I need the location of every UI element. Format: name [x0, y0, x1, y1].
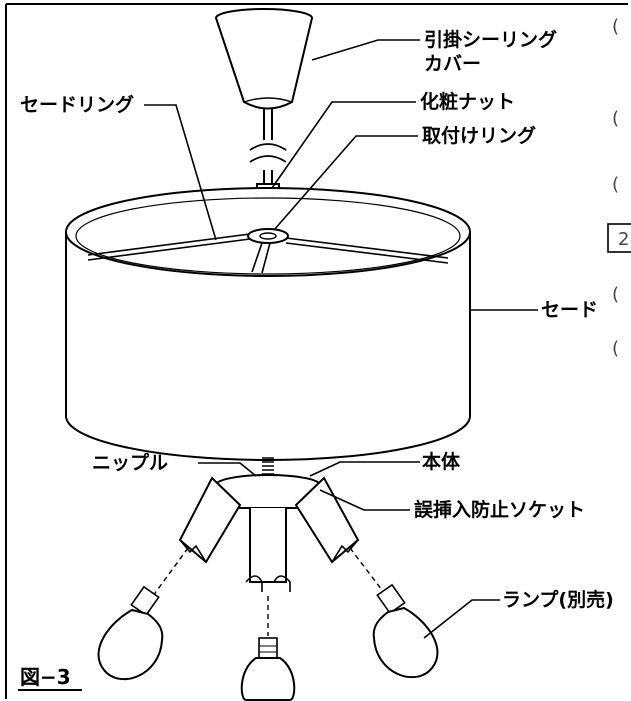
socket-center [245, 508, 291, 592]
label-shade: セード [541, 299, 598, 321]
leader-lines [144, 39, 538, 639]
label-mounting-ring: 取付けリング [422, 124, 536, 147]
label-nipple: ニップル [92, 451, 168, 474]
label-lamp: ランプ(別売) [502, 588, 614, 611]
lamp-center [240, 637, 296, 701]
label-decorative-nut: 化粧ナット [420, 90, 515, 113]
margin-mark-5: ( [612, 338, 619, 359]
lamp-left [97, 585, 164, 681]
margin-box-text: 2 [618, 229, 629, 250]
insertion-guides [149, 547, 389, 636]
label-ceiling-cover-line1: 引掛シーリング [424, 28, 557, 51]
margin-mark-1: ( [612, 16, 619, 37]
margin-box [607, 223, 631, 253]
label-ceiling-cover-line2: カバー [424, 53, 481, 75]
figure-frame [5, 3, 628, 699]
label-body: 本体 [422, 450, 461, 473]
socket-left [178, 476, 242, 564]
label-socket: 誤挿入防止ソケット [414, 498, 585, 521]
mounting-ring [247, 228, 289, 244]
figure-label: 図−3 [20, 665, 71, 689]
socket-right [294, 476, 360, 564]
label-shade-ring: セードリング [20, 93, 134, 116]
shade-ring-spokes [87, 233, 449, 274]
margin-mark-2: ( [612, 108, 619, 129]
ceiling-cover [215, 8, 313, 110]
lamp-right [372, 583, 439, 679]
margin-mark-4: ( [612, 284, 619, 305]
margin-mark-3: ( [612, 174, 619, 195]
